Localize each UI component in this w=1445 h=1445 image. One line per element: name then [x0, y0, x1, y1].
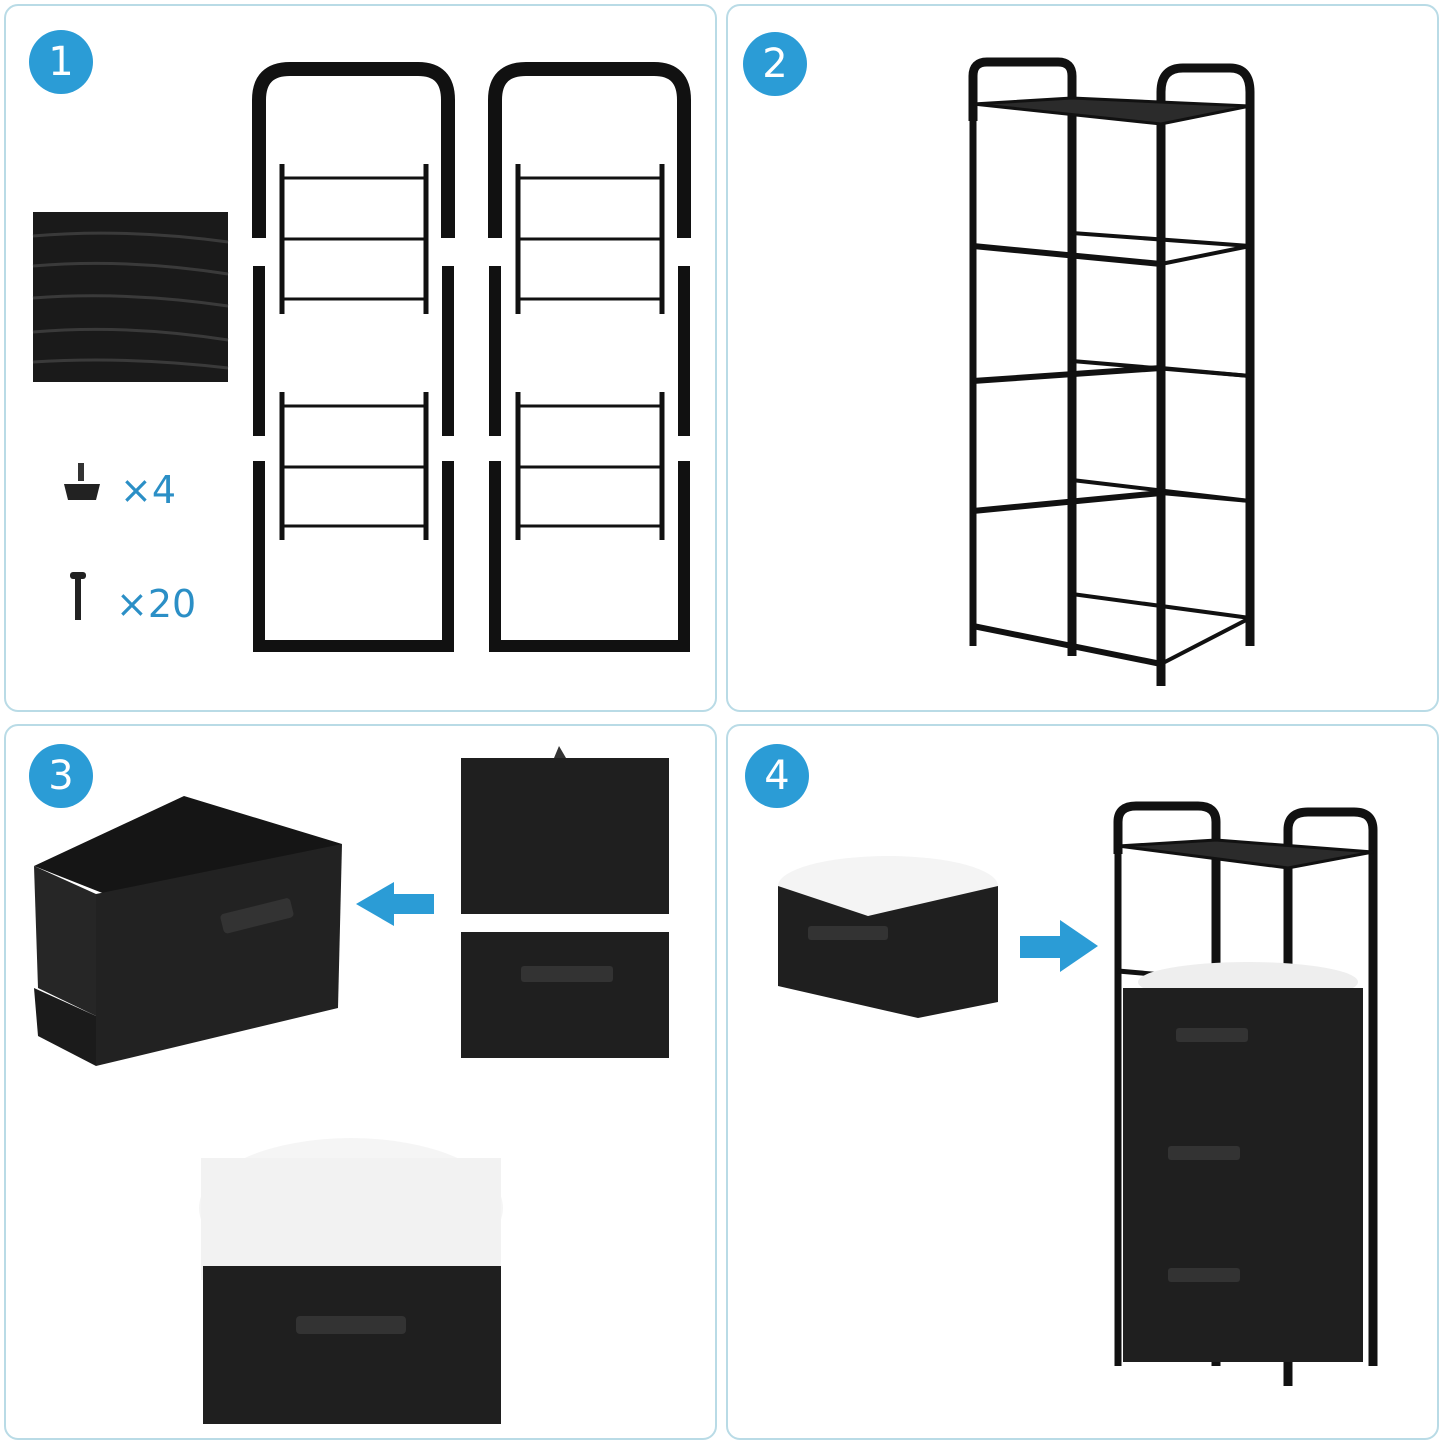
fabric-drawer-illustration [34, 746, 669, 1424]
step-3-panel: 3 [4, 724, 717, 1440]
step-1-panel: 1 [4, 4, 717, 712]
arrow-icon [1020, 920, 1098, 972]
frame-parts-illustration [32, 62, 691, 652]
screws-quantity: ×20 [116, 582, 197, 626]
step-2-panel: 2 [726, 4, 1439, 712]
step-4-panel: 4 [726, 724, 1439, 1440]
open-fabric-box [34, 796, 342, 1066]
drawer-stack [1123, 962, 1363, 1362]
step-2-badge: 2 [743, 32, 807, 96]
side-frame-right [488, 62, 691, 652]
assembled-shelf-illustration [968, 57, 1255, 686]
arrow-icon [356, 882, 434, 926]
step-3-badge: 3 [29, 744, 93, 808]
single-drawer [778, 856, 998, 1018]
flat-fabric-panel [461, 746, 669, 1058]
top-board-icon [32, 212, 229, 382]
screw-icon [70, 572, 86, 620]
drawer-insert-illustration [778, 801, 1378, 1386]
side-frame-left [252, 62, 455, 652]
step-4-badge: 4 [745, 744, 809, 808]
feet-quantity: ×4 [120, 468, 177, 512]
foot-pad-icon [64, 463, 100, 500]
step-1-badge: 1 [29, 30, 93, 94]
filled-fabric-box [199, 1138, 503, 1424]
